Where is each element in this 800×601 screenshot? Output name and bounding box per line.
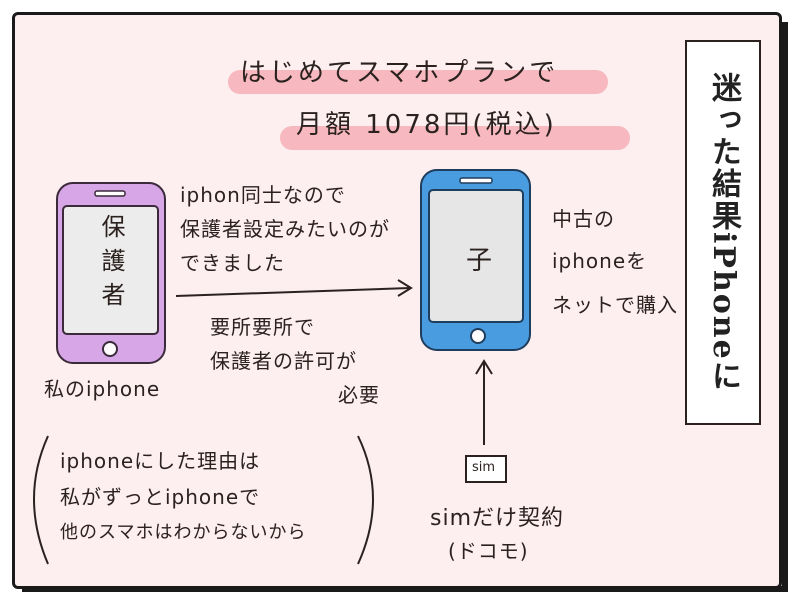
- parent-phone-caption: 私のiphone: [44, 377, 161, 401]
- purchase-note-1: 中古の: [552, 207, 615, 231]
- panel-shadow-bottom: [22, 586, 788, 592]
- parent-phone: [56, 182, 166, 364]
- reason-bracket-left: [33, 435, 49, 565]
- arrow-note-bottom-3: 必要: [338, 383, 380, 407]
- arrow-note-top-3: できました: [180, 251, 285, 275]
- sim-caption-1: simだけ契約: [430, 506, 565, 531]
- reason-note-1: iphoneにした理由は: [60, 449, 261, 473]
- sim-chip-label: sim: [472, 460, 496, 475]
- arrow-note-top-1: iphon同士なので: [180, 183, 346, 207]
- child-phone: [420, 169, 531, 351]
- arrow-parent-to-child: [175, 279, 413, 297]
- purchase-note-3: ネットで購入: [552, 293, 678, 317]
- vertical-title: 迷った結果iPhoneに: [706, 72, 741, 393]
- arrow-sim-to-child: [475, 359, 493, 445]
- vertical-title-box: 迷った結果iPhoneに: [685, 40, 761, 425]
- child-phone-screen-text: 子: [466, 246, 493, 276]
- reason-note-3: 他のスマホはわからないから: [60, 522, 307, 543]
- arrow-note-top-2: 保護者設定みたいのが: [180, 217, 390, 241]
- headline-line1: はじめてスマホプランで: [240, 58, 559, 88]
- reason-bracket-right: [357, 435, 374, 565]
- headline-highlight-1: [228, 70, 608, 94]
- arrow-note-bottom-2: 保護者の許可が: [210, 349, 357, 373]
- panel-shadow-right: [782, 22, 788, 592]
- reason-note-2: 私がずっとiphoneで: [60, 485, 261, 509]
- sim-caption-2: (ドコモ): [448, 539, 529, 563]
- headline-highlight-2: [280, 126, 630, 150]
- parent-phone-screen-text: 保護者: [97, 214, 125, 316]
- purchase-note-2: iphoneを: [552, 249, 648, 273]
- headline-line2: 月額 1078円(税込): [296, 110, 557, 140]
- arrow-note-bottom-1: 要所要所で: [210, 315, 315, 339]
- sim-chip: [465, 455, 507, 483]
